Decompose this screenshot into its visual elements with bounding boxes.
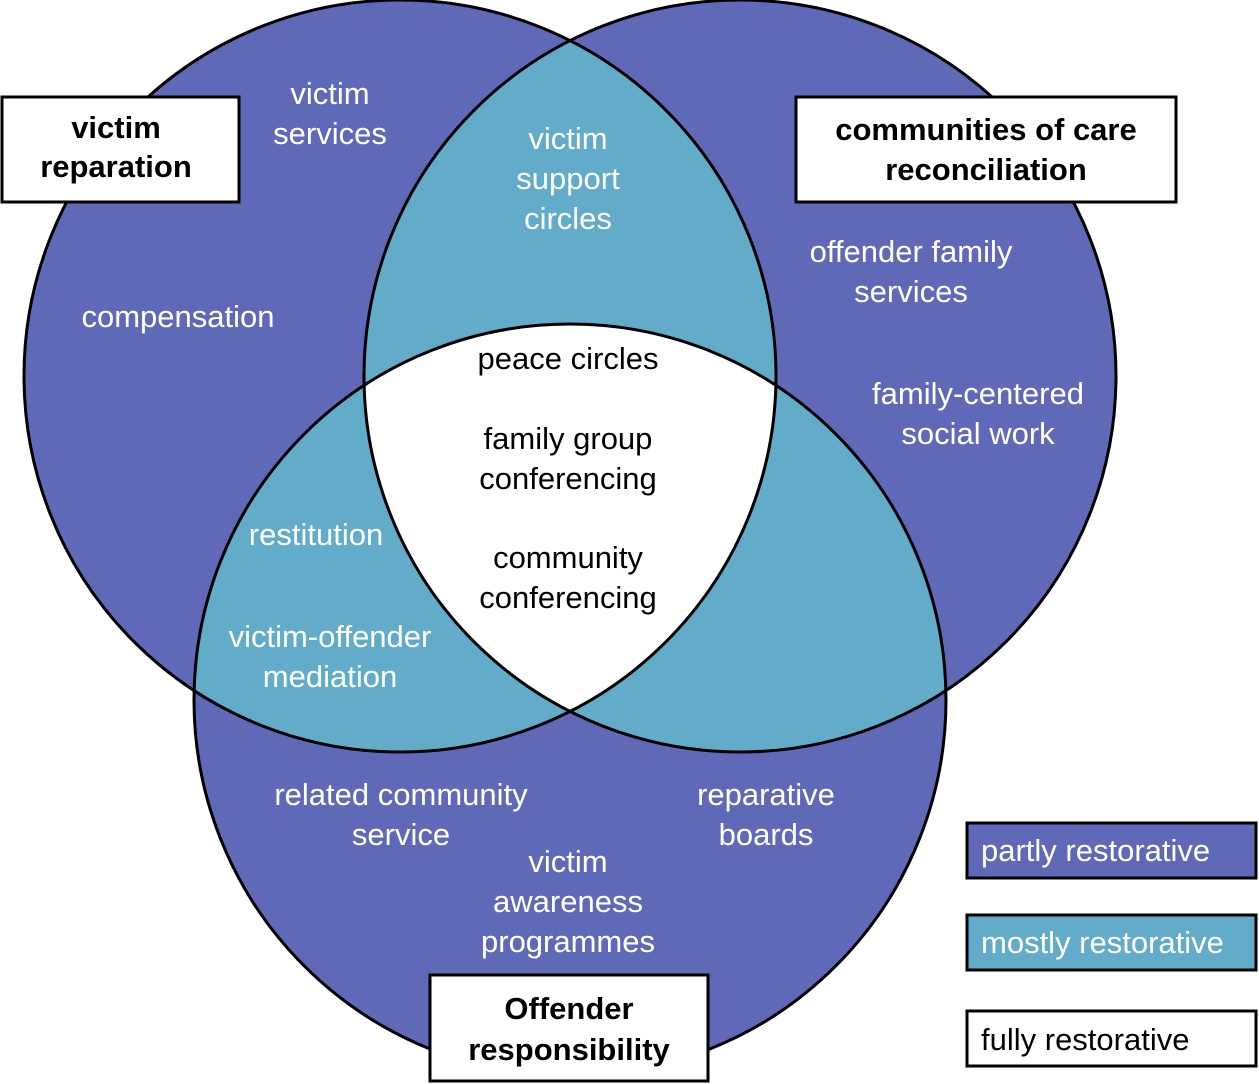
offender-family-services-text: offender family services: [810, 234, 1013, 309]
restitution-text: restitution: [249, 517, 383, 552]
svg-text:social work: social work: [901, 416, 1055, 451]
svg-text:partly restorative: partly restorative: [981, 833, 1210, 868]
svg-text:awareness: awareness: [493, 884, 643, 919]
svg-text:offender family: offender family: [810, 234, 1013, 269]
compensation-text: compensation: [81, 299, 274, 334]
svg-text:conferencing: conferencing: [479, 461, 657, 496]
legend-item-partly: partly restorative: [965, 821, 1258, 880]
svg-text:victim: victim: [290, 76, 369, 111]
community-circle-outline: [362, 0, 1118, 754]
family-group-conferencing-text: family group conferencing: [479, 421, 657, 496]
svg-text:Offender: Offender: [504, 991, 633, 1026]
svg-text:programmes: programmes: [481, 924, 655, 959]
svg-text:peace circles: peace circles: [478, 341, 659, 376]
svg-text:reconciliation: reconciliation: [885, 152, 1087, 187]
reparative-boards-text: reparative boards: [697, 777, 835, 852]
svg-text:fully restorative: fully restorative: [981, 1022, 1189, 1057]
svg-text:family group: family group: [484, 421, 653, 456]
victim-circle-outline: [22, 0, 778, 754]
svg-text:circles: circles: [524, 201, 612, 236]
svg-text:services: services: [273, 116, 387, 151]
svg-text:family-centered: family-centered: [872, 376, 1084, 411]
legend-swatch-partly: [965, 821, 1258, 880]
svg-text:related community: related community: [274, 777, 528, 812]
svg-text:victim-offender: victim-offender: [229, 619, 432, 654]
svg-text:restitution: restitution: [249, 517, 383, 552]
svg-text:compensation: compensation: [81, 299, 274, 334]
offender-responsibility-label: Offender responsibility: [428, 973, 710, 1083]
victim-reparation-label: victim reparation: [0, 95, 241, 204]
svg-text:boards: boards: [719, 817, 814, 852]
victim-support-circles-text: victim support circles: [516, 121, 620, 236]
peace-circles-text: peace circles: [478, 341, 659, 376]
svg-text:victim: victim: [528, 121, 607, 156]
family-centered-social-work-text: family-centered social work: [872, 376, 1084, 451]
svg-text:service: service: [352, 817, 450, 852]
svg-text:reparation: reparation: [40, 149, 192, 184]
svg-text:victim: victim: [71, 110, 161, 145]
victim-awareness-programmes-text: victim awareness programmes: [481, 844, 655, 959]
svg-text:communities of care: communities of care: [835, 112, 1136, 147]
svg-text:mostly restorative: mostly restorative: [981, 925, 1224, 960]
legend-swatch-mostly: [965, 913, 1258, 972]
svg-text:reparative: reparative: [697, 777, 835, 812]
related-community-service-text: related community service: [274, 777, 528, 852]
victim-services-text: victim services: [273, 76, 387, 151]
communities-of-care-label: communities of care reconciliation: [794, 95, 1178, 204]
svg-text:conferencing: conferencing: [479, 580, 657, 615]
victim-offender-mediation-text: victim-offender mediation: [229, 619, 432, 694]
legend-item-fully: fully restorative: [965, 1009, 1258, 1068]
svg-text:responsibility: responsibility: [468, 1032, 670, 1067]
svg-text:mediation: mediation: [263, 659, 397, 694]
svg-text:victim: victim: [528, 844, 607, 879]
community-conferencing-text: community conferencing: [479, 540, 657, 615]
svg-text:community: community: [493, 540, 643, 575]
legend-item-mostly: mostly restorative: [965, 913, 1258, 972]
legend-swatch-fully: [965, 1009, 1258, 1068]
svg-text:support: support: [516, 161, 620, 196]
legend: partly restorative mostly restorative fu…: [965, 821, 1258, 1068]
svg-text:services: services: [854, 274, 968, 309]
